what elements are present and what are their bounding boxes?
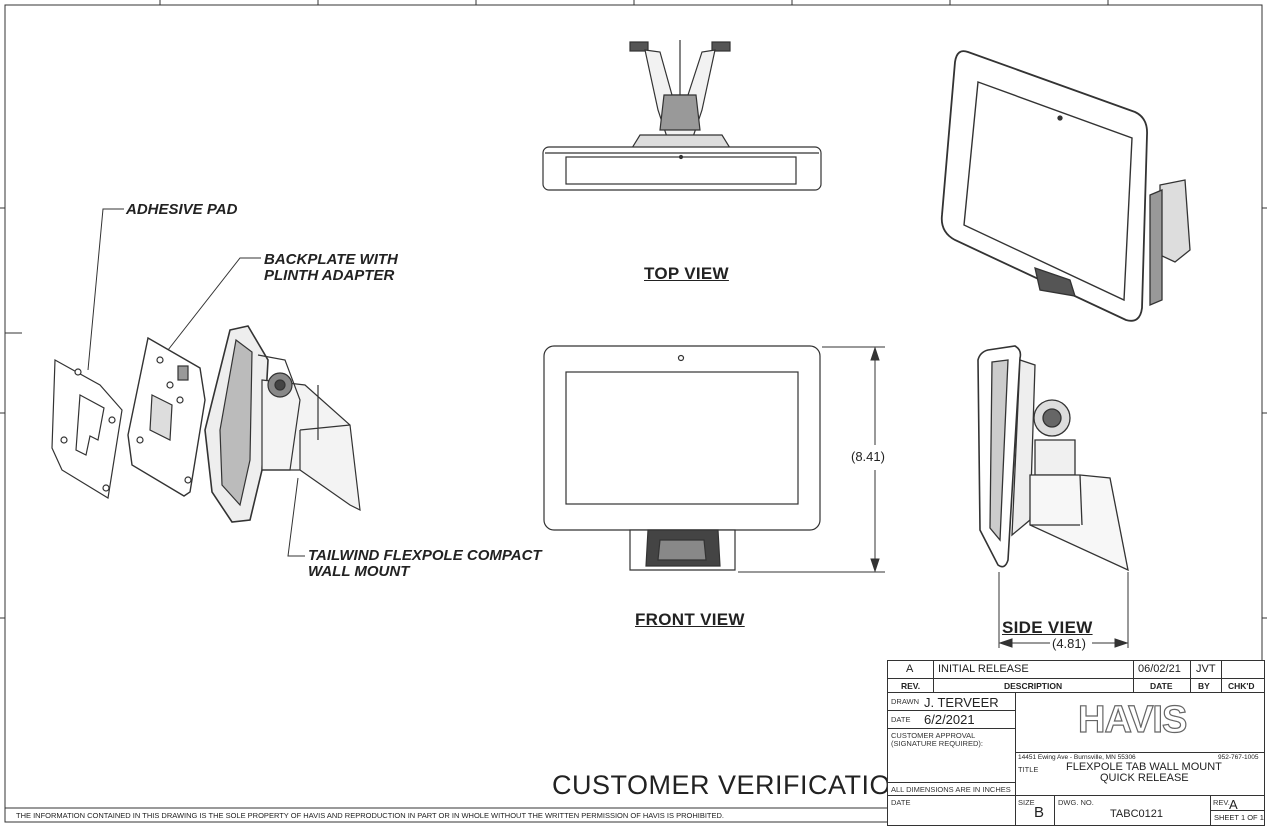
exploded-view [51,325,361,523]
callout-adhesive-pad: ADHESIVE PAD [126,201,238,218]
date-value: 6/2/2021 [924,712,975,727]
height-dimension [738,346,885,573]
company-phone: 952-767-1005 [1218,754,1259,761]
side-view-label: SIDE VIEW [1002,618,1093,637]
date-label: DATE [891,715,911,724]
rev-row-rev: A [906,663,914,675]
title-label: TITLE [1018,765,1039,774]
adhesive-pad-drawing [51,358,123,499]
height-dimension-label: (8.41) [851,449,885,464]
depth-dimension [998,572,1129,648]
sheet-count: SHEET 1 OF 1 [1214,813,1264,822]
rev-row-date: 06/02/21 [1138,663,1181,675]
front-view-drawing [543,345,821,571]
top-view-drawing [542,40,822,191]
title-block: A INITIAL RELEASE 06/02/21 JVT REV. DESC… [887,660,1265,826]
front-view-label: FRONT VIEW [635,610,745,629]
top-view-label: TOP VIEW [644,264,729,283]
callout-mount-line2: WALL MOUNT [308,563,410,580]
dwg-label: DWG. NO. [1058,798,1094,807]
company-address: 14451 Ewing Ave - Burnsville, MN 55306 [1018,754,1136,761]
approval-line1: CUSTOMER APPROVAL [891,731,976,740]
header-date: DATE [1150,681,1173,691]
size-value: B [1034,804,1045,821]
callout-mount-line1: TAILWIND FLEXPOLE COMPACT [308,547,542,564]
date2-label: DATE [891,798,911,807]
customer-verification-heading: CUSTOMER VERIFICATION [552,770,912,800]
drawn-value: J. TERVEER [924,695,999,710]
rev-row-description: INITIAL RELEASE [938,663,1029,675]
approval-line2: (SIGNATURE REQUIRED): [891,739,983,748]
havis-logo: HAVIS [1077,698,1188,741]
rev-value: A [1229,797,1238,812]
header-rev: REV. [901,681,921,691]
size-label: SIZE [1018,798,1035,807]
rev-label: REV. [1213,798,1230,807]
proprietary-disclaimer: THE INFORMATION CONTAINED IN THIS DRAWIN… [16,811,724,820]
depth-dimension-label: (4.81) [1052,636,1086,651]
drawn-label: DRAWN [891,697,920,706]
side-view-drawing [977,345,1129,572]
header-by: BY [1198,681,1210,691]
callout-backplate-line2: PLINTH ADAPTER [264,267,395,284]
callout-leaders [87,208,305,557]
header-description: DESCRIPTION [1004,681,1063,691]
isometric-view-drawing [940,50,1191,322]
dwg-value: TABC0121 [1110,808,1163,820]
title-line2: QUICK RELEASE [1100,772,1189,784]
header-chkd: CHK'D [1228,681,1255,691]
dimensions-note: ALL DIMENSIONS ARE IN INCHES [891,785,1011,794]
rev-row-by: JVT [1196,663,1216,675]
callout-backplate-line1: BACKPLATE WITH [264,251,398,268]
title-line1: FLEXPOLE TAB WALL MOUNT [1066,761,1222,773]
